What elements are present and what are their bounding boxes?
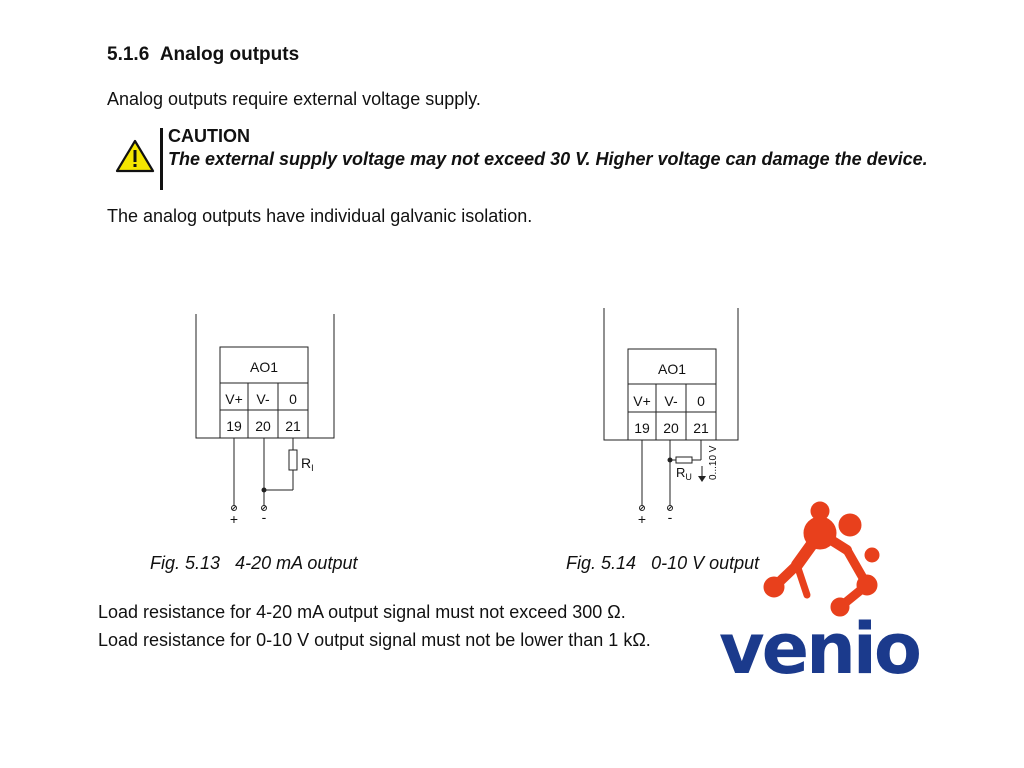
module-label: AO1 bbox=[250, 359, 278, 375]
terminal-screw-icon bbox=[639, 505, 645, 511]
terminal-screw-icon bbox=[231, 505, 237, 511]
load-resistance-note: Load resistance for 0-10 V output signal… bbox=[98, 630, 651, 650]
pin-number: 20 bbox=[663, 420, 679, 436]
venio-logo: venio bbox=[719, 501, 923, 690]
section-number: 5.1.6 bbox=[107, 44, 150, 65]
figure-0-10v-diagram: AO1 V+ V- 0 19 20 21 RU 0...10 V + - bbox=[603, 308, 739, 527]
pin-number: 20 bbox=[255, 418, 271, 434]
molecule-node bbox=[810, 501, 830, 521]
resistor-label: RI bbox=[301, 455, 314, 473]
voltage-arrowhead bbox=[698, 476, 706, 482]
terminal-label: 0 bbox=[289, 391, 297, 407]
junction-dot bbox=[261, 487, 267, 493]
terminal-screw-icon bbox=[667, 505, 673, 511]
pin-number: 21 bbox=[285, 418, 301, 434]
resistor bbox=[675, 456, 693, 464]
pin-number: 21 bbox=[693, 420, 709, 436]
module-label: AO1 bbox=[658, 361, 686, 377]
terminal-screw-slot bbox=[261, 505, 267, 511]
load-resistance-note: Load resistance for 4-20 mA output signa… bbox=[98, 602, 626, 622]
intro-paragraph: Analog outputs require external voltage … bbox=[107, 89, 481, 109]
caution-text: The external supply voltage may not exce… bbox=[168, 149, 928, 169]
terminal-screw-slot bbox=[231, 505, 237, 511]
molecule-node bbox=[864, 547, 880, 563]
molecule-node bbox=[830, 597, 850, 617]
venio-wordmark: venio bbox=[719, 608, 920, 690]
molecule-bond bbox=[793, 561, 811, 599]
venio-molecule-mark bbox=[763, 501, 880, 617]
pin-number: 19 bbox=[634, 420, 650, 436]
minus-label: - bbox=[668, 509, 673, 525]
figure-number: Fig. 5.13 bbox=[150, 553, 221, 573]
terminal-label: 0 bbox=[697, 393, 705, 409]
plus-label: + bbox=[638, 511, 646, 527]
pin-number: 19 bbox=[226, 418, 242, 434]
module-box bbox=[627, 348, 717, 441]
voltage-range-label: 0...10 V bbox=[708, 445, 719, 480]
figure-caption-text: 0-10 V output bbox=[651, 553, 760, 573]
molecule-node bbox=[856, 574, 878, 596]
terminal-screw-slot bbox=[667, 505, 673, 511]
terminal-screw-slot bbox=[639, 505, 645, 511]
molecule-node bbox=[763, 576, 785, 598]
molecule-node bbox=[838, 513, 862, 537]
molecule-node bbox=[803, 516, 837, 550]
section-title: Analog outputs bbox=[159, 44, 300, 65]
terminal-label: V- bbox=[256, 391, 270, 407]
figure-caption-5-14: Fig. 5.14 0-10 V output bbox=[566, 553, 759, 574]
warning-triangle-icon bbox=[115, 139, 155, 173]
minus-label: - bbox=[262, 509, 267, 525]
resistor bbox=[288, 449, 298, 471]
terminal-label: V- bbox=[664, 393, 678, 409]
caution-title: CAUTION bbox=[168, 126, 250, 146]
section-heading: 5.1.6 Analog outputs bbox=[107, 44, 299, 66]
figure-number: Fig. 5.14 bbox=[566, 553, 637, 573]
figure-4-20ma-diagram: AO1 V+ V- 0 19 20 21 RI + - bbox=[195, 314, 335, 527]
figure-caption-text: 4-20 mA output bbox=[235, 553, 358, 573]
plus-label: + bbox=[230, 511, 238, 527]
terminal-label: V+ bbox=[225, 391, 243, 407]
warning-exclamation-dot bbox=[133, 164, 137, 167]
terminal-label: V+ bbox=[633, 393, 651, 409]
isolation-paragraph: The analog outputs have individual galva… bbox=[107, 206, 533, 226]
figure-caption-5-13: Fig. 5.13 4-20 mA output bbox=[150, 553, 357, 574]
terminal-screw-icon bbox=[261, 505, 267, 511]
warning-exclamation-bar bbox=[133, 150, 137, 162]
caution-divider bbox=[160, 128, 163, 190]
resistor-label: RU bbox=[676, 465, 692, 482]
